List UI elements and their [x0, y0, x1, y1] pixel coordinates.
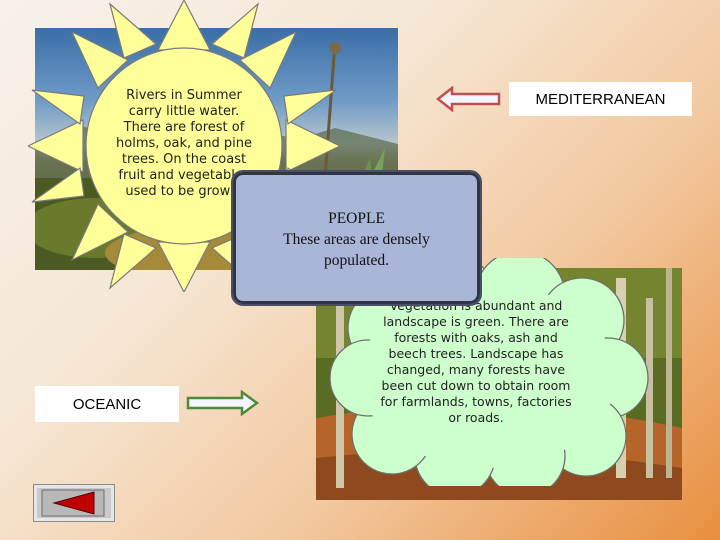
cloud-shape [330, 258, 649, 486]
oceanic-label: OCEANIC [35, 386, 179, 422]
back-button[interactable] [33, 484, 115, 522]
people-title: PEOPLE [328, 210, 385, 227]
mediterranean-label: MEDITERRANEAN [509, 82, 692, 116]
right-arrow-icon [186, 390, 260, 416]
people-body: These areas are densely populated. [283, 231, 430, 269]
oceanic-description: Vegetation is abundant and landscape is … [380, 298, 572, 425]
left-arrow-icon [436, 86, 501, 112]
people-info-box: PEOPLE These areas are densely populated… [231, 170, 482, 306]
back-triangle-icon [41, 489, 105, 517]
mediterranean-description: Rivers in Summer carry little water. The… [116, 88, 252, 199]
